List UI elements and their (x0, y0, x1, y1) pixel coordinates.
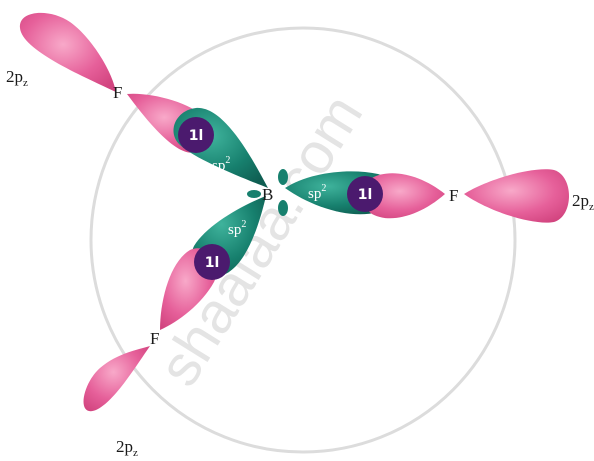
boron-p-lobe-up (278, 169, 288, 185)
pz-lobe-outer-lower-left (83, 346, 150, 412)
background-ring (89, 26, 517, 454)
boron-p-lobe-left (247, 190, 261, 198)
pz-lobe-inner-right (363, 173, 445, 219)
electron-pair-upper-left (178, 117, 214, 153)
sp2-label-right: sp2 (308, 183, 326, 202)
boron-atom-label: B (262, 185, 273, 204)
electron-pair-lower-left (194, 244, 230, 280)
boron-p-lobe-down (278, 200, 288, 216)
pz-lobe-outer-top-left (19, 12, 116, 92)
orbital-label-bottom-left: 2pz (116, 437, 138, 459)
fluorine-atom-label-bottom-left: F (150, 329, 159, 348)
sp2-label-lower-left: sp2 (228, 219, 246, 238)
fluorine-atom-label-top-left: F (113, 83, 122, 102)
orbital-label-right: 2pz (572, 191, 594, 213)
electron-pair-label-lower-left: 1l (205, 255, 220, 271)
electron-pair-right (347, 176, 383, 212)
orbital-label-top-left: 2pz (6, 67, 28, 89)
fluorine-atom-label-right: F (449, 186, 458, 205)
sp2-label-upper-left: sp2 (212, 155, 230, 174)
electron-pair-label-upper-left: 1l (189, 128, 204, 144)
electron-pair-label-right: 1l (358, 187, 373, 203)
pz-lobe-outer-right (464, 169, 569, 223)
